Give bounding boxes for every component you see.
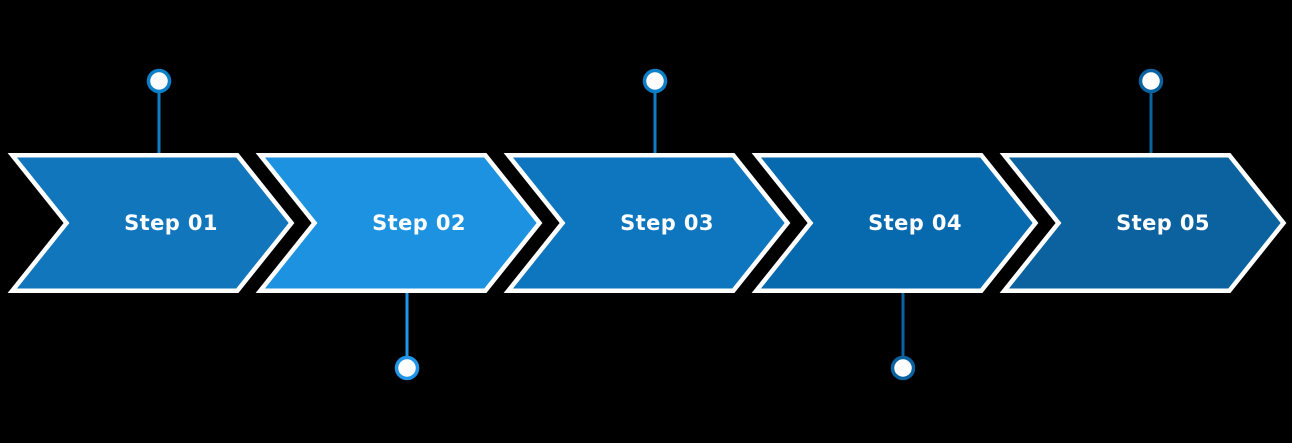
step-label-step-03: Step 03 xyxy=(620,211,714,235)
connector-dot-step-04[interactable] xyxy=(890,355,916,381)
step-label-step-01: Step 01 xyxy=(124,211,218,235)
connector-dot-step-02[interactable] xyxy=(394,355,420,381)
chevron-shape-step-05[interactable] xyxy=(1008,157,1281,289)
chevrons-layer: Step 01 Step 02 Step 03 Step 04 Step 05 xyxy=(7,153,1287,293)
step-label-step-02: Step 02 xyxy=(372,211,466,235)
step-label-step-04: Step 04 xyxy=(868,211,962,235)
connector-dot-step-03[interactable] xyxy=(642,68,668,94)
chevron-shape-step-01[interactable] xyxy=(16,157,289,289)
step-label-step-05: Step 05 xyxy=(1116,211,1210,235)
chevron-shape-step-04[interactable] xyxy=(760,157,1033,289)
connector-dot-step-05[interactable] xyxy=(1138,68,1164,94)
connector-dot-step-01[interactable] xyxy=(146,68,172,94)
chevron-shape-step-02[interactable] xyxy=(264,157,537,289)
chevron-shape-step-03[interactable] xyxy=(512,157,785,289)
connector-dots-layer xyxy=(146,68,1164,381)
